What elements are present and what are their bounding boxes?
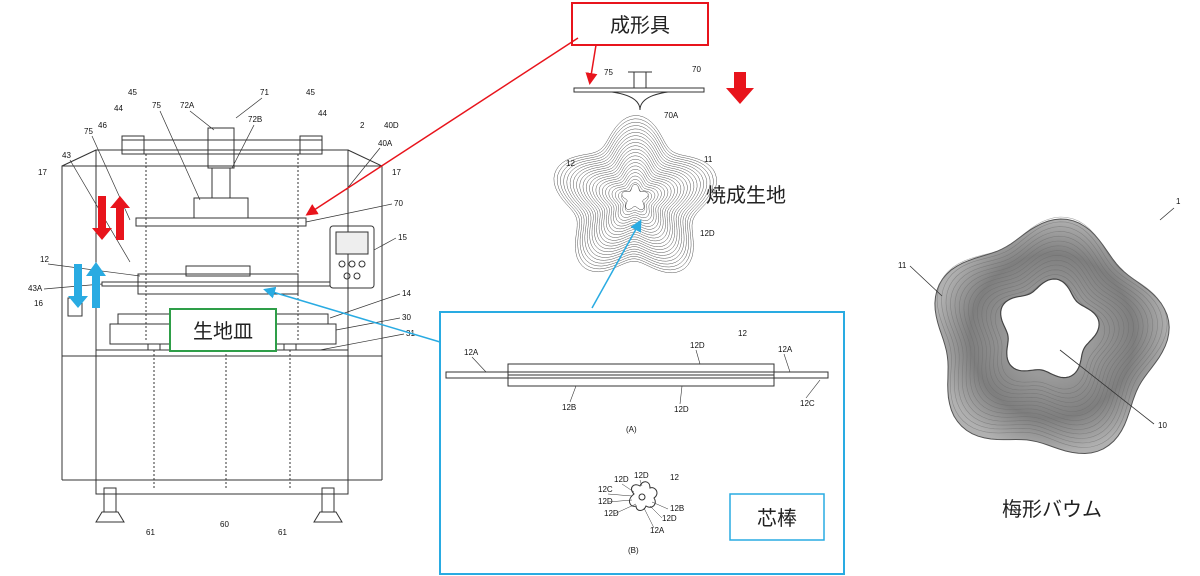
ref-30: 30 (402, 313, 411, 322)
machine-frame (61, 165, 383, 357)
rod-ref-12b: 12B (562, 403, 576, 412)
spiral-ref-12: 12 (566, 159, 575, 168)
machine-inner-frame (95, 149, 349, 495)
photo-ref-1: 1 (1176, 197, 1181, 206)
spiral-ref-12d: 12D (700, 229, 715, 238)
core-rod-to-spiral-arrow (591, 219, 642, 309)
forming-tool-label: 成形具 (610, 13, 670, 37)
forming-tool-to-machine-arrow (305, 37, 579, 216)
ref-61b: 61 (278, 528, 287, 537)
ref-71: 71 (260, 88, 269, 97)
forming-motion-arrows (92, 196, 130, 240)
ref-17a: 17 (38, 168, 47, 177)
cross-ref-12a: 12A (650, 526, 665, 535)
red-up-arrow (110, 196, 130, 240)
cross-ref-12d-4: 12D (662, 514, 677, 523)
cross-ref-12c: 12C (598, 485, 613, 494)
ref-43: 43 (62, 151, 71, 160)
red-down-arrow (92, 196, 112, 240)
cross-ref-12d-3: 12D (598, 497, 613, 506)
ume-baum-photo (868, 200, 1200, 470)
rod-ref-12: 12 (738, 329, 747, 338)
ref-44b: 44 (318, 109, 327, 118)
ref-15: 15 (398, 233, 407, 242)
spiral-ref-11: 11 (704, 155, 713, 164)
forming-tool-box (571, 2, 709, 46)
ref-12: 12 (40, 255, 49, 264)
forming-tool-drawing (573, 71, 705, 111)
ume-baum-hole (1000, 278, 1100, 379)
rod-motion-arrows (68, 262, 106, 308)
core-rod-cross-section (629, 481, 658, 511)
actuator-72 (207, 127, 235, 169)
rod-ref-12a-right: 12A (778, 345, 793, 354)
top-beam (121, 139, 323, 155)
ref-14: 14 (402, 289, 411, 298)
ref-60: 60 (220, 520, 229, 529)
rod-ref-12d-top: 12D (690, 341, 705, 350)
cross-ref-12d-5: 12D (604, 509, 619, 518)
ref-45a: 45 (128, 88, 137, 97)
ref-70: 70 (394, 199, 403, 208)
ref-46: 46 (98, 121, 107, 130)
control-panel-15 (329, 225, 375, 289)
tool-ref-70: 70 (692, 65, 701, 74)
cross-ref-12d-1: 12D (614, 475, 629, 484)
core-rod-label-box (729, 493, 825, 541)
ref-75b: 75 (84, 127, 93, 136)
rod-ref-12a-left: 12A (464, 348, 479, 357)
ref-75: 75 (152, 101, 161, 110)
forming-plate-70 (135, 217, 307, 227)
ref-16: 16 (34, 299, 43, 308)
forming-tool-down-arrow (726, 72, 754, 104)
cross-caption-b: (B) (628, 546, 639, 555)
ref-44a: 44 (114, 104, 123, 113)
photo-ref-11: 11 (898, 261, 907, 270)
ref-17b: 17 (392, 168, 401, 177)
blue-up-arrow (86, 262, 106, 308)
ref-45b: 45 (306, 88, 315, 97)
ref-2: 2 (360, 121, 365, 130)
core-rod-12 (137, 273, 299, 295)
ume-baum-label: 梅形バウム (1002, 497, 1102, 521)
ref-40d: 40D (384, 121, 399, 130)
rod-ref-12d-bottom: 12D (674, 405, 689, 414)
tool-ref-70a: 70A (664, 111, 679, 120)
core-rod-drawing-a (445, 363, 829, 387)
cross-ref-12: 12 (670, 473, 679, 482)
ref-43a: 43A (28, 284, 43, 293)
ref-61a: 61 (146, 528, 155, 537)
rod-ref-12c: 12C (800, 399, 815, 408)
cross-ref-12b: 12B (670, 504, 684, 513)
dough-tray-box (169, 308, 277, 352)
ref-72b: 72B (248, 115, 262, 124)
baked-dough-spiral (553, 115, 717, 274)
forming-tool-pointer (585, 44, 598, 85)
ref-72a: 72A (180, 101, 195, 110)
tool-ref-75: 75 (604, 68, 613, 77)
core-rod-label: 芯棒 (757, 506, 797, 530)
dough-tray-label: 生地皿 (193, 319, 253, 343)
ref-40a: 40A (378, 139, 393, 148)
cross-ref-12d-2: 12D (634, 471, 649, 480)
photo-ref-10: 10 (1158, 421, 1167, 430)
core-rod-to-machine-arrow (263, 286, 441, 343)
baked-dough-label: 焼成生地 (706, 183, 786, 207)
blue-down-arrow (68, 264, 88, 308)
rod-caption-a: (A) (626, 425, 637, 434)
